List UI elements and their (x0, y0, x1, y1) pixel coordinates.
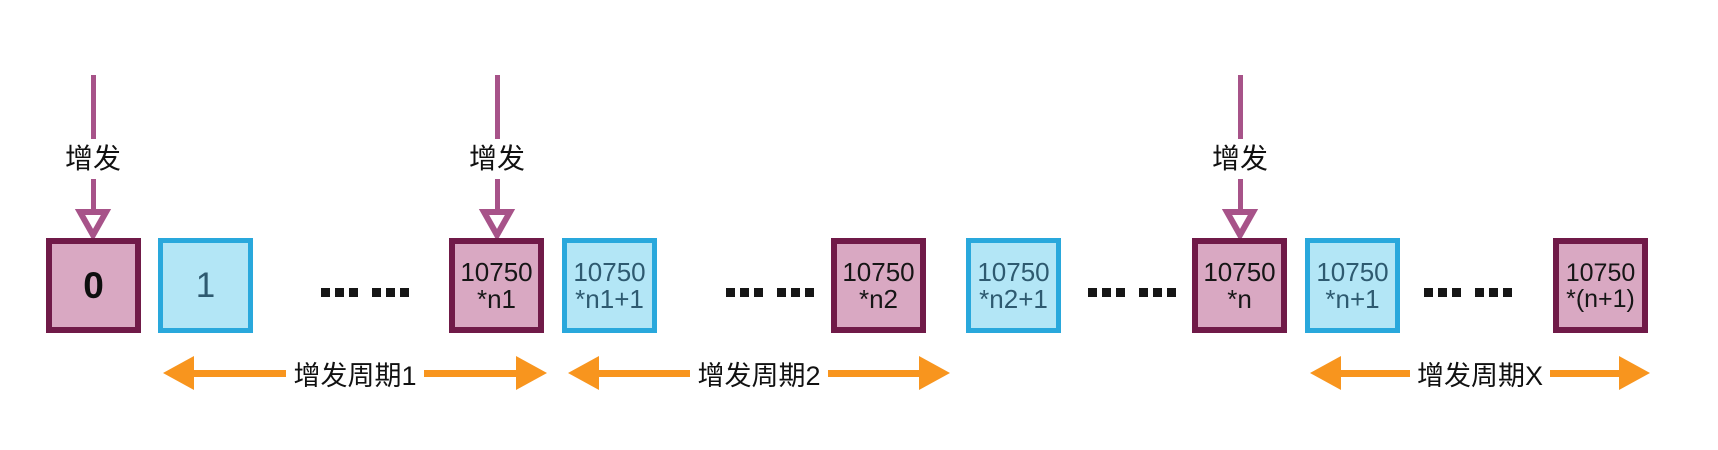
block-label: 10750 (460, 256, 533, 287)
gap-dots (321, 288, 409, 297)
block-label: *n (1227, 283, 1252, 314)
issue-arrow-block-n1: 增发 (427, 75, 567, 242)
block-label: 10750 (1203, 256, 1276, 287)
issue-label: 增发 (468, 143, 525, 174)
block-n2-plus-1: 10750 *n2+1 (966, 238, 1061, 333)
arrow-right-icon (919, 356, 950, 390)
cycle-arrow-1: 增发周期1 (163, 355, 547, 391)
arrow-down-icon (74, 209, 112, 242)
issue-label: 增发 (64, 143, 121, 174)
arrow-left-icon (568, 356, 599, 390)
issue-arrow-line (494, 179, 500, 209)
cycle-arrow-2: 增发周期2 (568, 355, 950, 391)
block-label: *n+1 (1325, 283, 1380, 314)
arrow-down-icon (478, 209, 516, 242)
block-label: 10750 (1316, 256, 1389, 287)
block-0: 0 (46, 238, 141, 333)
block-label: 0 (83, 265, 104, 306)
block-label: *n2 (858, 283, 899, 314)
arrow-down-icon (1221, 209, 1259, 242)
cycle-arrow-x: 增发周期X (1310, 355, 1651, 391)
block-1: 1 (158, 238, 253, 333)
arrow-right-icon (516, 356, 547, 390)
issue-arrow-line (1237, 179, 1243, 209)
arrow-shaft (1341, 369, 1410, 377)
issue-arrow-block-n: 增发 (1170, 75, 1310, 242)
block-label: 10750 (573, 256, 646, 287)
cycle-label: 增发周期X (1417, 360, 1544, 391)
arrow-shaft (1550, 369, 1620, 377)
block-label: 1 (195, 266, 216, 305)
gap-dots (1088, 288, 1176, 297)
block-label: *n2+1 (979, 283, 1048, 314)
issue-label: 增发 (1211, 143, 1268, 174)
arrow-left-icon (1310, 356, 1341, 390)
block-label: *n1 (476, 283, 517, 314)
gap-dots (726, 288, 814, 297)
gap-dots (1424, 288, 1512, 297)
issue-arrow-line (90, 75, 96, 139)
block-label: 10750 (977, 256, 1050, 287)
arrow-shaft (423, 369, 516, 377)
issue-arrow-block0: 增发 (23, 75, 163, 242)
block-label: 10750 (842, 256, 915, 287)
block-n-plus-1-total: 10750 *(n+1) (1553, 238, 1648, 333)
cycle-label: 增发周期2 (697, 360, 821, 391)
block-n-plus-1: 10750 *n+1 (1305, 238, 1400, 333)
block-n: 10750 *n (1192, 238, 1287, 333)
block-n1-plus-1: 10750 *n1+1 (562, 238, 657, 333)
block-label: *(n+1) (1566, 284, 1635, 313)
cycle-label: 增发周期1 (293, 360, 417, 391)
block-n1: 10750 *n1 (449, 238, 544, 333)
block-n2: 10750 *n2 (831, 238, 926, 333)
arrow-right-icon (1619, 356, 1651, 390)
arrow-shaft (194, 369, 287, 377)
issue-arrow-line (90, 179, 96, 209)
arrow-shaft (599, 369, 691, 377)
block-label: *n1+1 (575, 283, 644, 314)
block-label: 10750 (1565, 258, 1636, 287)
arrow-left-icon (163, 356, 194, 390)
arrow-shaft (827, 369, 919, 377)
issue-arrow-line (1237, 75, 1243, 139)
issue-arrow-line (494, 75, 500, 139)
